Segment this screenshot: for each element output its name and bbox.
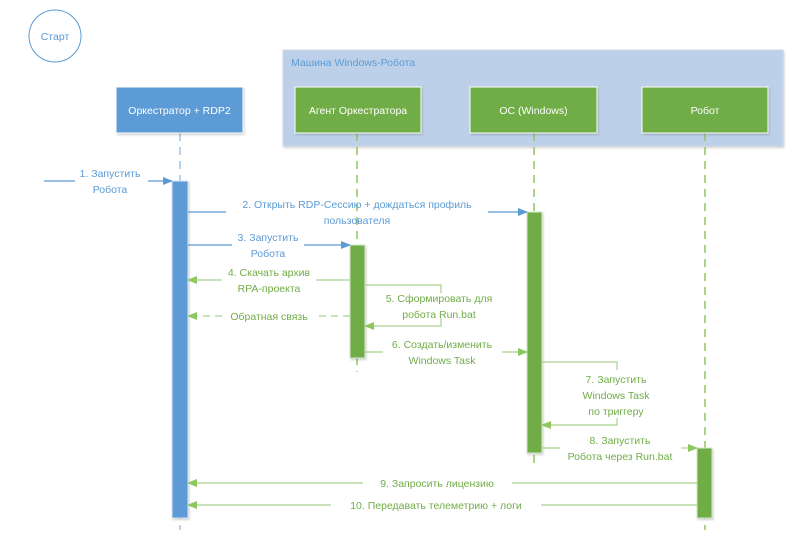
message-9[interactable]: 9. Запросить лицензию — [187, 478, 697, 490]
participant-robot-label: Робот — [691, 105, 720, 117]
message-7-label-line3: по триггеру — [588, 406, 644, 418]
message-6[interactable]: 6. Создать/изменить Windows Task — [365, 339, 528, 367]
message-feedback[interactable]: Обратная связь — [187, 311, 350, 323]
message-4-label-line2: RPA-проекта — [238, 283, 301, 295]
message-10-label: 10. Передавать телеметрию + логи — [350, 500, 522, 512]
message-8-label-line2: Робота через Run.bat — [568, 451, 673, 463]
participant-robot[interactable]: Робот — [641, 86, 769, 134]
message-2-label-line1: 2. Открыть RDP-Сессию + дождаться профил… — [242, 199, 472, 211]
start-node[interactable]: Старт — [28, 9, 82, 63]
message-6-label-line2: Windows Task — [409, 355, 477, 367]
start-label: Старт — [41, 31, 70, 43]
activation-agent — [349, 244, 366, 359]
message-3[interactable]: 3. Запустить Робота — [188, 232, 351, 260]
message-9-label: 9. Запросить лицензию — [380, 478, 494, 490]
participant-agent[interactable]: Агент Оркестратора — [294, 86, 422, 134]
message-1-label-line2: Робота — [93, 184, 128, 196]
message-4[interactable]: 4. Скачать архив RPA-проекта — [187, 267, 350, 295]
message-feedback-label: Обратная связь — [230, 311, 308, 323]
message-8[interactable]: 8. Запустить Робота через Run.bat — [542, 435, 698, 463]
message-1[interactable]: 1. Запустить Робота — [44, 168, 173, 196]
participant-agent-box — [294, 86, 422, 134]
message-5[interactable]: 5. Сформировать для робота Run.bat — [364, 284, 493, 330]
participant-os[interactable]: ОС (Windows) — [469, 86, 598, 134]
message-3-label-line1: 3. Запустить — [238, 232, 299, 244]
message-1-label-line1: 1. Запустить — [80, 168, 141, 180]
participant-orchestrator[interactable]: Оркестратор + RDP2 — [115, 86, 244, 134]
message-2-label-line2: пользователя — [324, 215, 391, 227]
message-5-label-line2: робота Run.bat — [402, 309, 476, 321]
activation-orchestrator — [171, 180, 189, 519]
participant-orchestrator-label: Оркестратор + RDP2 — [128, 105, 231, 117]
participant-orchestrator-box — [115, 86, 244, 134]
message-5-label-line1: 5. Сформировать для — [386, 293, 493, 305]
message-3-label-line2: Робота — [251, 248, 286, 260]
message-7-label-line2: Windows Task — [583, 390, 651, 402]
participant-os-label: ОС (Windows) — [499, 105, 567, 117]
activation-os — [526, 211, 543, 454]
machine-group-title: Машина Windows-Робота — [291, 57, 415, 69]
message-6-label-line1: 6. Создать/изменить — [392, 339, 493, 351]
message-10[interactable]: 10. Передавать телеметрию + логи — [187, 500, 697, 512]
participant-robot-box — [641, 86, 769, 134]
message-2[interactable]: 2. Открыть RDP-Сессию + дождаться профил… — [188, 199, 528, 227]
start-circle — [28, 9, 82, 63]
activation-robot — [696, 447, 713, 519]
message-7-label-line1: 7. Запустить — [586, 374, 647, 386]
message-4-label-line1: 4. Скачать архив — [228, 267, 311, 279]
message-7[interactable]: 7. Запустить Windows Task по триггеру — [541, 361, 651, 429]
participant-os-box — [469, 86, 598, 134]
message-8-label-line1: 8. Запустить — [590, 435, 651, 447]
participant-agent-label: Агент Оркестратора — [309, 105, 407, 117]
